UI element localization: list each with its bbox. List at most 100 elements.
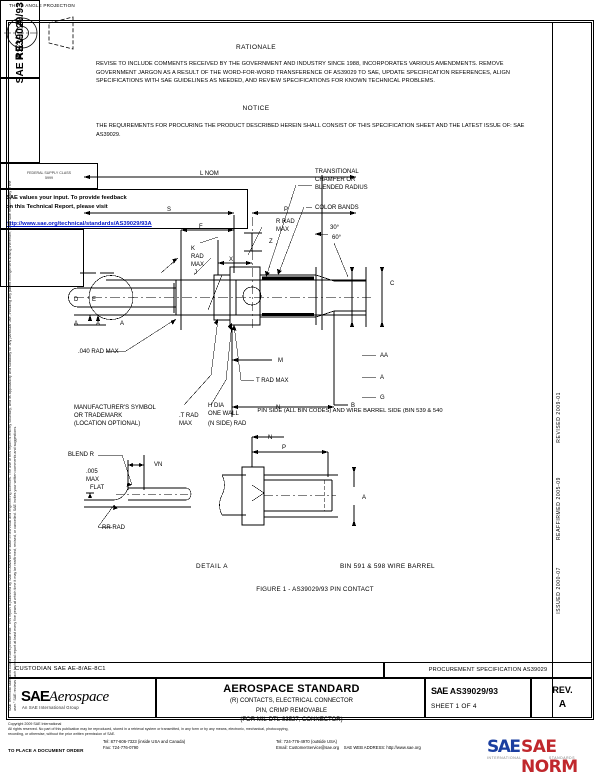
callout-z: Z	[269, 239, 273, 245]
title-block-rev-value: A	[558, 699, 567, 710]
order-contact-left: Tel: 877-606-7323 (inside USA and Canada…	[103, 739, 185, 752]
notice-heading: NOTICE	[242, 105, 270, 112]
revision-date-1: REAFFIRMED 2005-09	[556, 477, 562, 541]
figure-1-drawing: L NOM S P F Z X K RAD MAX J R RAD MAX TR…	[66, 155, 546, 595]
order-label: TO PLACE A DOCUMENT ORDER	[8, 747, 84, 753]
callout-a-left2: A	[96, 321, 100, 327]
fsc-inner: FEDERAL SUPPLY CLASS 5999	[27, 171, 71, 180]
fax-number: Fax: 724-776-0790	[103, 744, 139, 750]
watermark-sae: SAE	[487, 737, 521, 757]
callout-k-rad-2: RAD	[191, 254, 204, 260]
pin-contact-svg: L NOM S P F Z X K RAD MAX J R RAD MAX TR…	[68, 169, 395, 531]
web-address: http://www.sae.org	[386, 744, 421, 750]
third-angle-projection-symbol	[4, 15, 74, 51]
subtitle-line2: PIN, CRIMP REMOVABLE	[255, 707, 328, 714]
callout-f: F	[199, 224, 203, 230]
title-block-rev-cell: REV. A	[531, 678, 592, 718]
detail-max: MAX	[86, 477, 99, 483]
callout-aa: AA	[380, 353, 388, 359]
callout-x: X	[229, 257, 233, 263]
callout-transitional-2: CHAMFER OR	[315, 177, 356, 183]
order-contact-right: Tel: 724-776-4970 (outside USA) Email: C…	[276, 739, 421, 752]
doc-number-value: AS39029/93	[449, 686, 499, 696]
callout-mfr-1: MANUFACTURER'S SYMBOL	[74, 405, 156, 411]
federal-supply-class-box: FEDERAL SUPPLY CLASS 5999	[0, 163, 98, 189]
callout-t-rad-2: MAX	[179, 421, 192, 427]
caption-bin-wire-barrel: BIN 591 & 598 WIRE BARREL	[340, 563, 435, 570]
standard-title-cell: AEROSPACE STANDARD (R) CONTACTS, ELECTRI…	[156, 678, 425, 723]
rationale-body: REVISE TO INCLUDE COMMENTS RECEIVED BY T…	[96, 61, 510, 84]
watermark-norm: SAE NORM	[521, 737, 578, 777]
watermark-sub-right: STANDARDS	[549, 756, 576, 760]
detail-vn: VN	[154, 462, 162, 468]
callout-angle-60: 60°	[332, 235, 342, 241]
third-angle-projection-box: THIRD ANGLE PROJECTION	[0, 3, 84, 287]
sae-disclaimer-text: SAE Technical Standards Board Rules prov…	[8, 180, 17, 711]
feedback-url-link[interactable]: http://www.sae.org/technical/standards/A…	[6, 220, 152, 227]
third-angle-projection-label: THIRD ANGLE PROJECTION	[9, 3, 75, 8]
callout-a-left3: A	[120, 321, 124, 327]
callout-t-rad-max: T RAD MAX	[256, 378, 289, 384]
sheet-outer-border	[6, 20, 594, 720]
sae-norm-watermark: SAE SAE NORM INTERNATIONAL STANDARDS	[487, 737, 595, 777]
callout-g: G	[380, 395, 385, 401]
callout-color-bands: COLOR BANDS	[315, 205, 359, 211]
callout-n: N	[276, 405, 280, 411]
detail-flat: FLAT	[90, 485, 105, 491]
fsc-line1: FEDERAL SUPPLY CLASS	[26, 171, 72, 176]
document-number: SAE AS39029/93	[431, 686, 498, 696]
rationale-heading: RATIONALE	[236, 44, 276, 51]
title-block-rev-label: REV.	[552, 685, 573, 695]
subtitle-line3: (FOR MIL-DTL-83527, CONNECTOR)	[240, 717, 343, 724]
copyright-line: Copyright 2009 SAE International	[8, 722, 62, 726]
tel-international: Tel: 724-776-4970 (outside USA)	[276, 738, 337, 744]
callout-transitional-1: TRANSITIONAL	[315, 169, 359, 175]
custodian-cell: CUSTODIAN SAE AE-8/AE-8C1	[8, 662, 384, 678]
callout-e: E	[92, 297, 96, 303]
callout-h-dia-2: ONE WALL	[208, 411, 239, 417]
callout-a-right: A	[380, 375, 384, 381]
left-disclaimer-column: SAE Technical Standards Board Rules prov…	[8, 170, 26, 718]
revision-date-0: REVISED 2009-01	[556, 392, 562, 443]
callout-transitional-3: BLENDED RADIUS	[315, 185, 368, 191]
order-info: TO PLACE A DOCUMENT ORDER Tel: 877-606-7…	[8, 739, 508, 755]
revision-date-column: REVISED 2009-01 REAFFIRMED 2005-09 ISSUE…	[552, 22, 573, 718]
standard-subtitle: (R) CONTACTS, ELECTRICAL CONNECTOR PIN, …	[157, 697, 426, 726]
callout-h-dia-1: H DIA	[208, 403, 224, 409]
callout-m: M	[278, 358, 283, 364]
web-address-label: SAE WEB ADDRESS:	[343, 744, 386, 750]
rev-box: REV. A	[0, 0, 40, 78]
callout-p: P	[284, 207, 288, 213]
callout-040-rad-max: .040 RAD MAX	[78, 349, 119, 355]
logo-subtitle: An SAE International Group	[22, 705, 79, 710]
detail-rr-rad: RR RAD	[102, 525, 126, 531]
logo-aerospace-text: Aerospace	[48, 689, 109, 705]
rights-line-1: All rights reserved. No part of this pub…	[8, 726, 289, 731]
feedback-line2: on this Technical Report, please visit	[6, 203, 108, 210]
detail-005: .005	[86, 469, 98, 475]
barrel-p: P	[282, 445, 286, 451]
detail-blend-r: BLEND R	[68, 452, 95, 458]
notice-body: THE REQUIREMENTS FOR PROCURING THE PRODU…	[96, 123, 525, 138]
callout-k-rad-3: MAX	[191, 262, 204, 268]
callout-l-nom: L NOM	[200, 171, 219, 177]
page-footer: Copyright 2009 SAE International All rig…	[8, 722, 508, 755]
callout-r-rad-1: R RAD	[276, 219, 295, 225]
callout-mfr-3: (LOCATION OPTIONAL)	[74, 421, 140, 427]
callout-mfr-2: OR TRADEMARK	[74, 413, 122, 419]
callout-c: C	[390, 281, 395, 287]
watermark-sub-left: INTERNATIONAL	[487, 756, 522, 760]
fsc-line2: 5999	[44, 176, 53, 180]
callout-angle-30: 30°	[330, 225, 340, 231]
title-block: CUSTODIAN SAE AE-8/AE-8C1 PROCUREMENT SP…	[8, 662, 592, 723]
figure-caption: FIGURE 1 - AS39029/93 PIN CONTACT	[256, 586, 374, 593]
sae-aerospace-logo: SAEAerospace	[21, 688, 109, 706]
document-number-cell: SAE AS39029/93 SHEET 1 OF 4	[425, 678, 531, 718]
callout-b: B	[351, 403, 355, 409]
callout-r-rad-2: MAX	[276, 227, 289, 233]
procurement-spec-cell: PROCUREMENT SPECIFICATION AS39029	[384, 662, 592, 678]
callout-s: S	[167, 207, 171, 213]
aerospace-standard-title: AEROSPACE STANDARD	[223, 683, 360, 695]
callout-a-left: A	[74, 321, 78, 327]
